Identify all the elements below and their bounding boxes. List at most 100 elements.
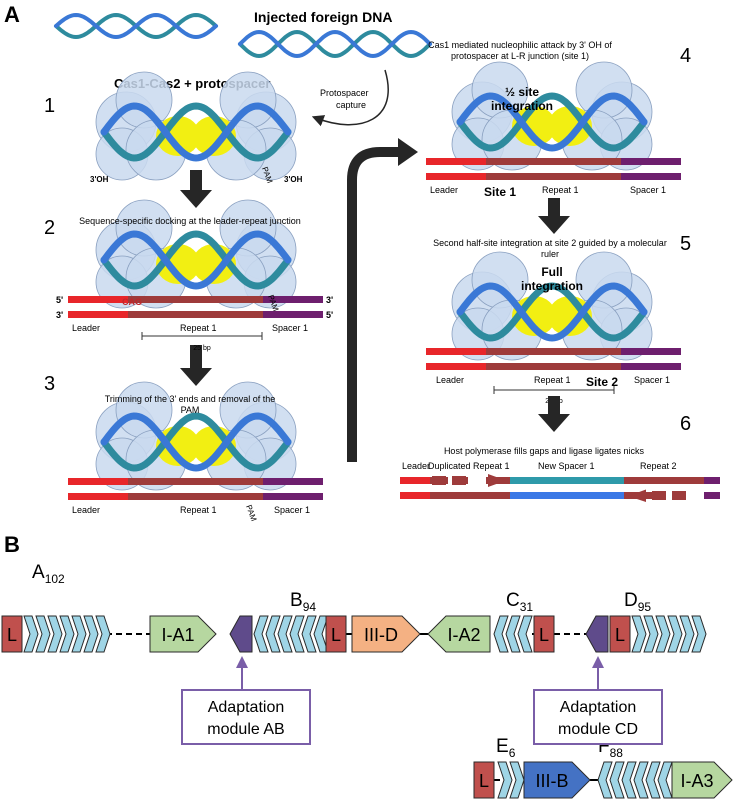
five-prime-left: 5' [56, 295, 63, 305]
crispr-locus-row2: L III-B I-A3 [473, 761, 733, 799]
repeat-unit [509, 761, 525, 799]
ruler-step5 [493, 386, 615, 394]
repeat-unit [59, 615, 75, 653]
leader-b-label: L [331, 625, 341, 645]
cas1-subunit [575, 251, 633, 309]
dna-array-step3 [68, 478, 323, 500]
helix-strand-b [100, 412, 292, 472]
cas1-subunit [219, 71, 277, 129]
helix-strand-b [100, 102, 292, 162]
repeat-unit [655, 615, 671, 653]
full-integration-label-2: integration [521, 279, 583, 293]
repeat2-label: Repeat 2 [640, 461, 677, 471]
five-prime-right: 5' [326, 310, 333, 320]
repeat-unit [667, 615, 683, 653]
helix-strand-a [238, 29, 432, 59]
helix-strand-b [54, 12, 218, 40]
repeat-unit-reverse [313, 615, 329, 653]
three-oh-left-label: 3'OH [90, 175, 109, 184]
protospacer-capture-label-1: Protospacer [320, 88, 369, 98]
repeat-unit-reverse [633, 761, 649, 799]
repeat-unit [83, 615, 99, 653]
down-arrow-4-5 [538, 198, 570, 234]
array-label-f: F88 [598, 736, 623, 760]
ruler-step2 [141, 332, 263, 340]
leader-a [1, 615, 23, 653]
helix-strand-a [456, 282, 648, 342]
helix-strand-a [100, 102, 292, 162]
repeat-unit [643, 615, 659, 653]
down-arrow-2-3 [180, 345, 212, 386]
cas1-subunit [219, 381, 277, 439]
repeat-unit-reverse [493, 615, 509, 653]
step2-caption: Sequence-specific docking at the leader-… [79, 216, 301, 226]
leader-label-step5: Leader [436, 375, 464, 385]
gene-iii-b-label: III-B [535, 771, 568, 791]
callout-ab-arrowhead [236, 656, 248, 668]
bent-arrow-3-4-head [398, 138, 418, 166]
dna-array-step6 [400, 474, 720, 502]
dna-array-step2 [68, 296, 323, 318]
array-label-a: A102 [32, 562, 65, 586]
repeat1-label-step5: Repeat 1 [534, 375, 571, 385]
callout-ab-line2: module AB [207, 721, 284, 738]
site2-label: Site 2 [586, 375, 618, 389]
step-number-6: 6 [680, 413, 691, 435]
cas-complex-step2 [95, 199, 297, 309]
cas1-subunit [471, 251, 529, 309]
helix-strand-a [456, 92, 648, 152]
panel-a-label: A [4, 2, 20, 27]
repeat-unit-reverse [505, 615, 521, 653]
repeat-unit-reverse [597, 761, 613, 799]
array-label-d: D95 [624, 590, 651, 614]
step-number-2: 2 [44, 217, 55, 239]
adaptation-gene-cd [585, 615, 609, 653]
cas1-subunit [575, 61, 633, 119]
gene-i-a2 [427, 615, 491, 653]
cas-complex-step1 [95, 71, 297, 181]
leader-a-label: L [7, 625, 17, 645]
leader-label-step3: Leader [72, 505, 100, 515]
repeat-unit [679, 615, 695, 653]
helix-strand-a [100, 412, 292, 472]
callout-cd-box [533, 689, 663, 745]
down-arrow-5-6 [538, 396, 570, 432]
helix-strand-b [238, 29, 432, 59]
spacer1-label-step2: Spacer 1 [272, 323, 308, 333]
repeat-unit-reverse [517, 615, 533, 653]
leader-label-step2: Leader [72, 323, 100, 333]
helix-strand-a [100, 230, 292, 290]
step3-caption: Trimming of the 3' ends and removal of t… [105, 394, 275, 415]
leader-c-label: L [539, 625, 549, 645]
protospacer-capture-label-2: capture [336, 100, 366, 110]
step5-caption: Second half-site integration at site 2 g… [433, 238, 667, 259]
repeat-unit-reverse [265, 615, 281, 653]
leader-d [609, 615, 631, 653]
cag-label: CAG [122, 297, 142, 307]
repeat-unit [47, 615, 63, 653]
repeat-unit-reverse [609, 761, 625, 799]
bent-arrow-3-4 [347, 147, 400, 462]
gene-i-a1-label: I-A1 [161, 625, 194, 645]
leader-d-label: L [615, 625, 625, 645]
leader-e-label: L [479, 771, 489, 791]
repeat-unit-reverse [253, 615, 269, 653]
repeat1-label-step4: Repeat 1 [542, 185, 579, 195]
leader-e [473, 761, 495, 799]
half-site-label-2: integration [491, 99, 553, 113]
half-site-label-1: ½ site [505, 85, 539, 99]
gene-i-a3-label: I-A3 [680, 771, 713, 791]
repeat-unit [35, 615, 51, 653]
adaptation-gene-ab [229, 615, 253, 653]
full-integration-label-1: Full [541, 265, 562, 279]
callout-cd-arrowhead [592, 656, 604, 668]
panel-b-label: B [4, 532, 20, 557]
cas1-subunit [219, 199, 277, 257]
repeat1-label-step2: Repeat 1 [180, 323, 217, 333]
spacer1-label-step5: Spacer 1 [634, 375, 670, 385]
step-number-5: 5 [680, 233, 691, 255]
three-prime-left: 3' [56, 310, 63, 320]
gene-iii-d [351, 615, 421, 653]
step-number-4: 4 [680, 45, 691, 67]
